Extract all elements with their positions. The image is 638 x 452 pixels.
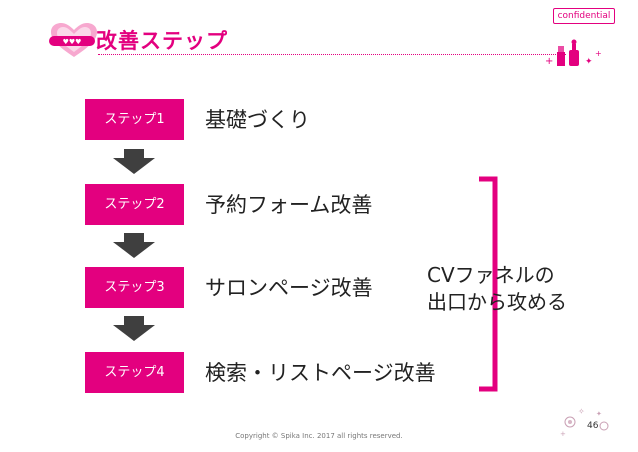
sparkle-deco-icon: ✧ ✦ + [560, 407, 609, 438]
svg-text:✧: ✧ [578, 407, 585, 416]
step-4-description: 検索・リストページ改善 [205, 361, 436, 385]
funnel-note-line-2: 出口から攻める [427, 290, 567, 314]
copyright-text: Copyright © Spika Inc. 2017 all rights r… [235, 432, 403, 440]
svg-text:✦: ✦ [585, 57, 593, 67]
step-3-description: サロンページ改善 [205, 276, 373, 300]
svg-text:✦: ✦ [596, 410, 602, 418]
svg-text:♥♥♥: ♥♥♥ [63, 38, 82, 46]
cosmetics-deco-icon: + ✦ + [545, 39, 602, 67]
confidential-badge: confidential [553, 8, 615, 24]
step-3-box: ステップ3 [85, 267, 184, 308]
funnel-note: CVファネルの 出口から攻める [427, 262, 567, 316]
step-2-description: 予約フォーム改善 [205, 193, 373, 217]
step-1-box: ステップ1 [85, 99, 184, 140]
svg-text:+: + [560, 430, 566, 438]
step-1-description: 基礎づくり [205, 108, 310, 132]
header-divider [98, 54, 566, 55]
svg-text:+: + [545, 56, 553, 67]
svg-text:+: + [595, 49, 602, 58]
funnel-note-line-1: CVファネルの [427, 263, 555, 287]
right-bracket [479, 176, 498, 392]
step-2-box: ステップ2 [85, 184, 184, 225]
page-number: 46 [587, 421, 599, 431]
heart-logo-icon: ♥♥♥ [49, 23, 97, 57]
step-4-box: ステップ4 [85, 352, 184, 393]
page-title: 改善ステップ [96, 29, 228, 53]
down-arrow-icon [113, 149, 155, 174]
down-arrow-icon [113, 316, 155, 341]
down-arrow-icon [113, 233, 155, 258]
